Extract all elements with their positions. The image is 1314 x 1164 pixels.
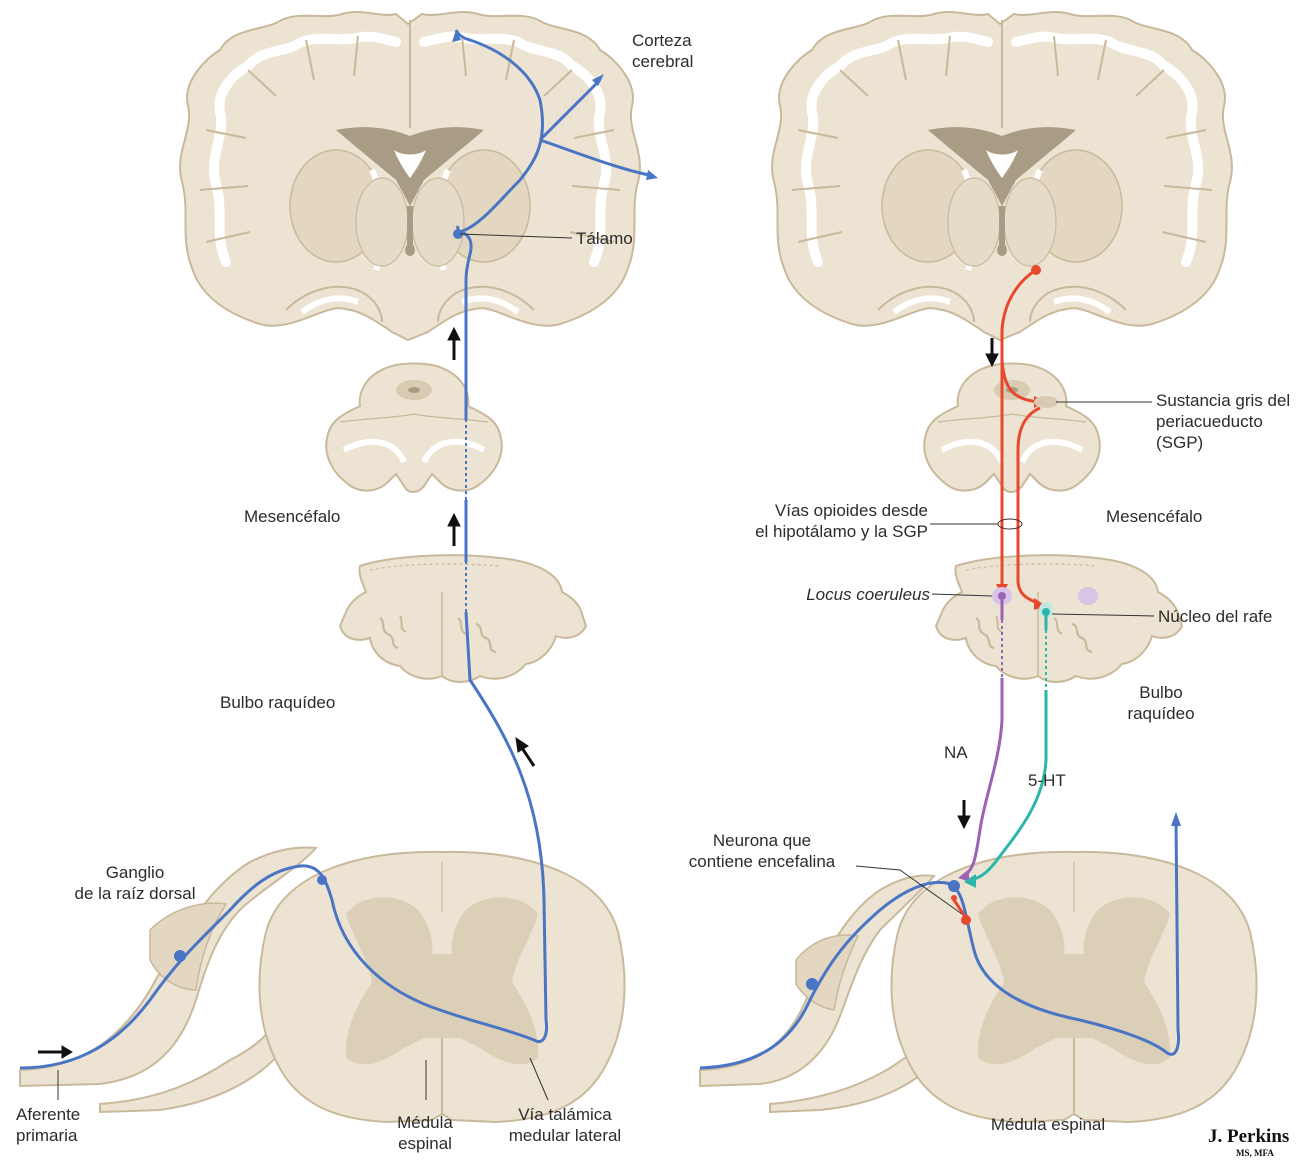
left-panel	[20, 12, 658, 1122]
spinal-cord-section-left	[259, 852, 624, 1122]
enkephalin-label: Neurona que contiene encefalina	[666, 830, 858, 872]
spinal-cord-label-right: Médula espinal	[968, 1114, 1128, 1135]
enkephalin-neuron	[961, 915, 971, 925]
tract-label: Vía talámica medular lateral	[490, 1104, 640, 1146]
noradrenergic-pathway	[964, 678, 1002, 876]
brain-section-right	[772, 12, 1232, 340]
midbrain-section-left	[326, 364, 502, 493]
spinal-cord-section-right	[891, 852, 1256, 1122]
midbrain-label-left: Mesencéfalo	[244, 506, 340, 527]
spinal-cord-label-left: Médula espinal	[360, 1112, 490, 1154]
ganglion-neuron-right	[806, 978, 818, 990]
medulla-section-right	[936, 555, 1182, 682]
locus-coeruleus-neuron	[998, 592, 1006, 600]
ganglion-neuron-left	[174, 950, 186, 962]
pag-region	[1034, 396, 1058, 408]
dorsal-horn-neuron-left	[317, 875, 327, 885]
thalamus-label: Tálamo	[576, 228, 633, 249]
pag-label: Sustancia gris del periacueducto (SGP)	[1156, 390, 1290, 453]
locus-coeruleus-label: Locus coeruleus	[740, 584, 930, 605]
right-panel	[700, 12, 1257, 1122]
na-label: NA	[944, 742, 968, 763]
ganglion-label: Ganglio de la raíz dorsal	[50, 862, 220, 904]
artist-signature: J. Perkins	[1208, 1126, 1289, 1148]
5ht-label: 5-HT	[1028, 770, 1066, 791]
cortex-label: Corteza cerebral	[632, 30, 693, 72]
artist-credentials: MS, MFA	[1236, 1148, 1274, 1158]
afferent-label: Aferente primaria	[16, 1104, 80, 1146]
midbrain-section-right	[924, 364, 1100, 493]
medulla-section-left	[340, 555, 586, 682]
dorsal-horn-neuron-right	[948, 880, 960, 892]
medulla-label-left: Bulbo raquídeo	[220, 692, 335, 713]
opioid-pathway-label: Vías opioides desde el hipotálamo y la S…	[700, 500, 928, 542]
brain-section-left	[180, 12, 640, 340]
medulla-label-right: Bulbo raquídeo	[1106, 682, 1216, 724]
midbrain-label-right: Mesencéfalo	[1106, 506, 1202, 527]
locus-coeruleus-contralateral	[1078, 587, 1098, 605]
raphe-nucleus-label: Núcleo del rafe	[1158, 606, 1272, 627]
hypothalamic-neuron	[1031, 265, 1041, 275]
